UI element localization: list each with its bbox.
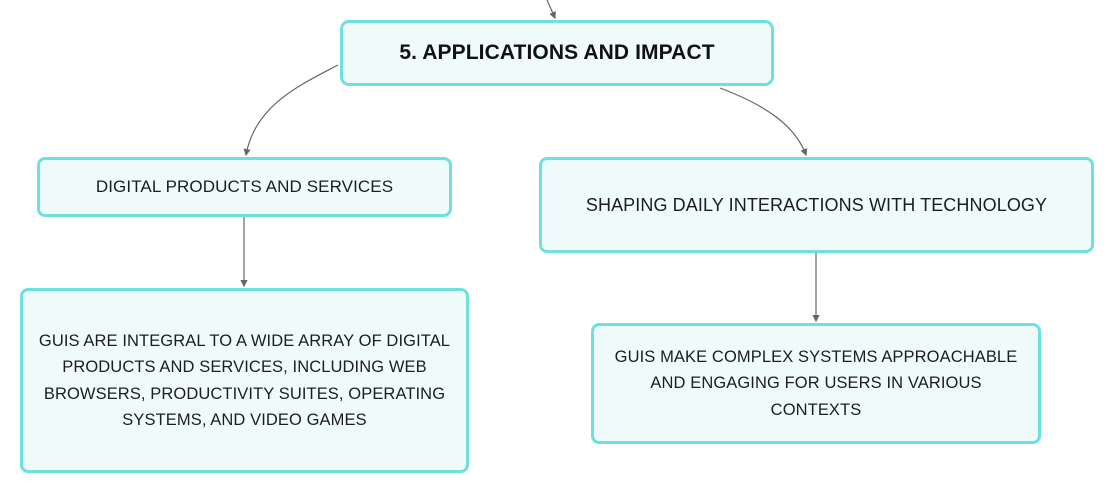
root-node[interactable]: 5. APPLICATIONS AND IMPACT (340, 20, 774, 86)
detail-node-text: GUIS MAKE COMPLEX SYSTEMS APPROACHABLE A… (614, 347, 1018, 419)
branch-node-digital-products[interactable]: DIGITAL PRODUCTS AND SERVICES (37, 157, 452, 217)
root-node-label: 5. APPLICATIONS AND IMPACT (399, 41, 715, 64)
detail-node-digital-products[interactable]: GUIS ARE INTEGRAL TO A WIDE ARRAY OF DIG… (20, 288, 469, 473)
branch-node-label: SHAPING DAILY INTERACTIONS WITH TECHNOLO… (585, 194, 1048, 215)
connector-parent-to-root (546, 0, 556, 20)
detail-node-daily-interactions[interactable]: GUIS MAKE COMPLEX SYSTEMS APPROACHABLE A… (591, 323, 1041, 444)
branch-node-daily-interactions[interactable]: SHAPING DAILY INTERACTIONS WITH TECHNOLO… (539, 157, 1094, 253)
branch-node-label: DIGITAL PRODUCTS AND SERVICES (95, 177, 394, 196)
connector-root-to-right-branch (719, 87, 808, 157)
detail-node-text: GUIS ARE INTEGRAL TO A WIDE ARRAY OF DIG… (38, 331, 451, 430)
connector-root-to-left-branch (243, 64, 339, 157)
